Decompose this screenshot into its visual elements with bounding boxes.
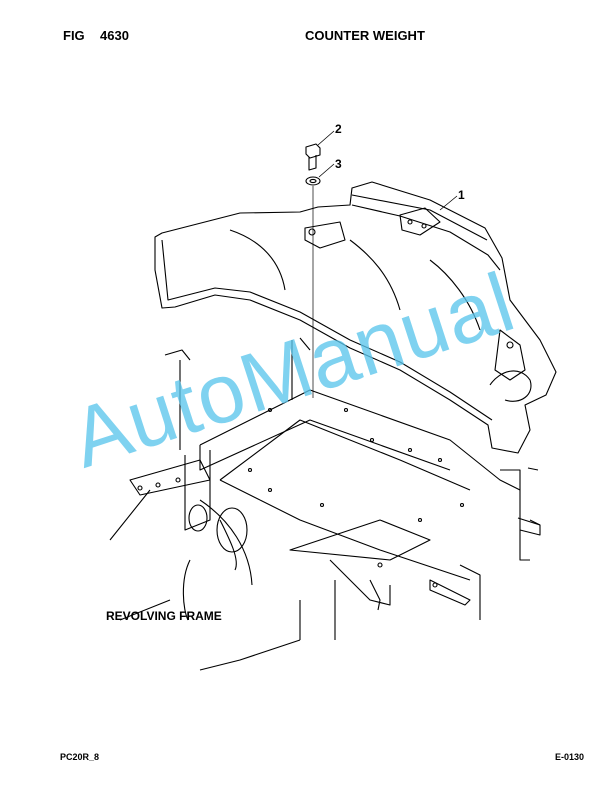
counter-weight	[154, 181, 557, 454]
figure-title: COUNTER WEIGHT	[305, 28, 425, 43]
figure-number: 4630	[100, 28, 129, 43]
callout-2: 2	[335, 122, 342, 136]
page-code: E-0130	[555, 752, 585, 762]
washer	[305, 176, 321, 186]
callout-1: 1	[458, 188, 465, 202]
revolving-frame	[109, 337, 541, 671]
model-code: PC20R_8	[60, 752, 100, 762]
figure-label: FIG	[63, 28, 85, 43]
bolt	[305, 143, 321, 171]
revolving-frame-label: REVOLVING FRAME	[106, 609, 222, 623]
callout-3: 3	[335, 157, 342, 171]
